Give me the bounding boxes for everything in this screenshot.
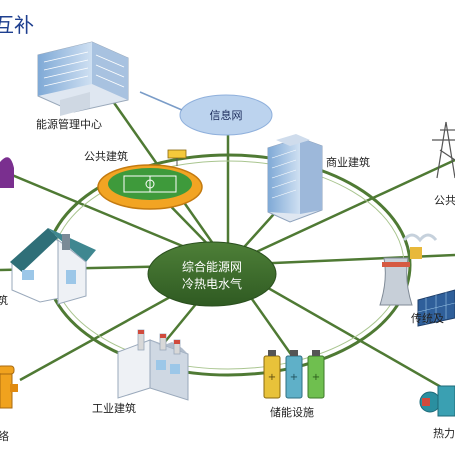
hub-line2: 冷热电水气: [182, 276, 242, 291]
traditional-energy-label: 传统及: [411, 312, 444, 325]
hydrant-icon: [0, 365, 18, 409]
energy-mgmt-label: 能源管理中心: [36, 117, 102, 131]
residential-label: 筑: [0, 293, 8, 307]
public-right-label: 公共: [434, 194, 455, 207]
svg-text:+: +: [268, 372, 276, 383]
power-tower-icon: [432, 121, 455, 179]
page-title: 互补: [0, 14, 34, 37]
hub-line1: 综合能源网: [182, 259, 242, 274]
energy-mgmt-building-icon: [37, 41, 129, 116]
spoke-right-top: [227, 158, 455, 267]
public-building-label: 公共建筑: [84, 149, 128, 163]
heat-pump-icon: [419, 385, 455, 417]
commercial-building-label: 商业建筑: [326, 155, 370, 169]
heat-label: 热力: [433, 427, 455, 440]
house-icon: [10, 228, 96, 305]
partial-purple-icon: [0, 157, 14, 188]
info-network-label: 信息网: [210, 108, 243, 122]
svg-text:+: +: [290, 372, 298, 383]
industrial-building-label: 工业建筑: [92, 401, 136, 415]
storage-label: 储能设施: [270, 405, 314, 419]
battery-storage-icon: + + +: [263, 350, 325, 399]
svg-text:+: +: [312, 372, 320, 383]
stadium-icon: [97, 149, 203, 210]
network-label: 络: [0, 429, 9, 443]
factory-icon: [117, 329, 189, 401]
power-plant-icon: [379, 233, 455, 327]
info-link: [139, 91, 183, 111]
commercial-tower-icon: [267, 134, 323, 223]
central-hub: 综合能源网 冷热电水气: [147, 241, 277, 307]
info-network-node: 信息网: [179, 94, 273, 136]
